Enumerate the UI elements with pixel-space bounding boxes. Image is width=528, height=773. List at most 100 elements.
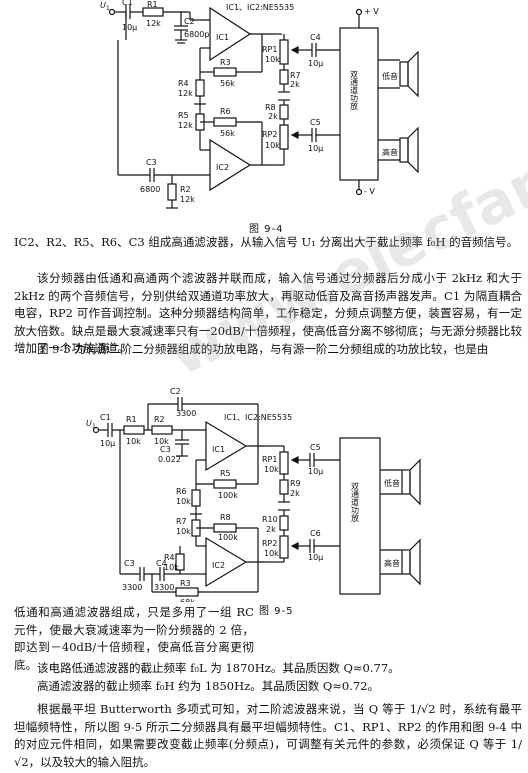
svg-text:10μ: 10μ [308,144,323,153]
svg-text:0.022: 0.022 [158,455,181,464]
svg-text:IC1、IC2:NE5535: IC1、IC2:NE5535 [226,3,294,12]
svg-text:RP2: RP2 [262,539,277,548]
svg-text:R8: R8 [265,103,276,112]
svg-text:C4: C4 [156,559,167,568]
svg-text:10k: 10k [164,563,179,572]
figure-9-4-caption: 图 9-4 [249,224,284,235]
svg-text:R5: R5 [178,111,189,120]
svg-text:2k: 2k [268,112,278,121]
paragraph-1: IC2、R2、R5、R6、C3 组成高通滤波器，从输入信号 U₁ 分离出大于截止… [14,235,519,249]
svg-text:10μ: 10μ [308,59,323,68]
paragraph-4: 低通和高通滤波器组成，只是多用了一组 RC 元件，使最大衰减速率为一阶分频器的 … [14,605,254,672]
svg-text:6800p: 6800p [184,30,209,39]
tweeter-speaker-icon [399,137,409,163]
svg-text:C5: C5 [310,443,321,452]
svg-text:RP1: RP1 [262,455,277,464]
svg-text:1: 1 [106,5,110,12]
svg-text:10μ: 10μ [308,553,323,562]
svg-text:10k: 10k [126,437,141,446]
svg-text:56k: 56k [220,79,235,88]
svg-text:双通道功放: 双通道功放 [351,482,360,523]
svg-text:IC1: IC1 [216,33,229,42]
svg-text:R7: R7 [290,71,301,80]
paragraph-2: 该分频器由低通和高通两个滤波器并联而成，输入信号通过分频器后分成小于 2kHz … [14,271,522,355]
ic1-opamp [205,420,248,472]
svg-text:10μ: 10μ [122,23,137,32]
dual-channel-amp-box [339,27,379,181]
svg-text:R4: R4 [178,79,189,88]
svg-text:10k: 10k [265,141,280,150]
svg-text:56k: 56k [220,129,235,138]
svg-text:1: 1 [92,423,96,430]
svg-text:C4: C4 [310,33,321,42]
svg-text:R2: R2 [180,185,191,194]
svg-text:10k: 10k [176,527,191,536]
figure-9-5-caption: 图 9-5 [259,606,294,617]
svg-text:C2: C2 [184,17,195,26]
svg-text:10k: 10k [176,497,191,506]
svg-text:3300: 3300 [154,583,174,592]
svg-text:R3: R3 [180,579,191,588]
svg-text:IC2: IC2 [212,561,225,570]
svg-text:6800: 6800 [140,185,160,194]
svg-text:IC1、IC2:NE5535: IC1、IC2:NE5535 [224,413,292,422]
svg-text:10μ: 10μ [100,439,115,448]
svg-text:12k: 12k [180,195,195,204]
svg-text:C3: C3 [160,445,171,454]
svg-text:U: U [86,419,92,428]
svg-text:IC2: IC2 [216,163,229,172]
svg-text:R5: R5 [220,469,231,478]
svg-text:双通道功放: 双通道功放 [350,70,359,111]
svg-text:IC1: IC1 [212,445,225,454]
svg-text:2k: 2k [266,525,276,534]
svg-text:R4: R4 [164,553,175,562]
svg-text:低音: 低音 [382,71,398,81]
svg-text:3300: 3300 [176,409,196,418]
svg-text:U: U [100,1,106,10]
svg-text:- V: - V [364,187,375,196]
woofer-speaker-icon [399,61,409,87]
ic1-opamp [209,6,252,62]
svg-text:10k: 10k [264,465,279,474]
svg-text:R8: R8 [220,513,231,522]
svg-text:R10: R10 [262,515,278,524]
svg-text:高音: 高音 [384,558,400,568]
svg-text:+ V: + V [364,7,379,16]
ic2-opamp [205,536,248,588]
svg-text:R1: R1 [147,0,158,9]
svg-text:RP1: RP1 [262,45,277,54]
dual-channel-amp-box [339,437,381,595]
svg-text:R6: R6 [176,487,187,496]
svg-text:C1: C1 [122,0,133,7]
svg-text:3300: 3300 [122,583,142,592]
svg-text:R2: R2 [154,415,165,424]
svg-text:12k: 12k [146,19,161,28]
svg-text:低音: 低音 [384,478,400,488]
svg-text:R6: R6 [220,107,231,116]
tweeter-speaker-icon [401,549,411,575]
figure-9-5-schematic: U 1 C1 10μ R1 10k C2 3300 R2 10k C3 0.02… [0,360,528,602]
svg-text:R9: R9 [290,479,301,488]
svg-text:10k: 10k [154,437,169,446]
svg-text:C3: C3 [146,158,157,167]
svg-text:100k: 100k [218,491,238,500]
svg-text:C1: C1 [100,413,111,422]
svg-text:2k: 2k [290,80,300,89]
svg-text:C3: C3 [124,559,135,568]
svg-text:RP2: RP2 [262,130,277,139]
svg-text:R1: R1 [126,415,137,424]
svg-text:高音: 高音 [382,147,398,157]
paragraph-3: 图 9-5 为有源二阶二分频器组成的功放电路，与有源一阶二分频组成的功放比较，也… [37,342,489,356]
svg-text:2k: 2k [290,489,300,498]
svg-text:10k: 10k [264,549,279,558]
svg-text:10k: 10k [265,55,280,64]
paragraph-7: 根据最平坦 Butterworth 多项式可知，对二阶滤波器来说，当 Q 等于 … [14,702,522,769]
svg-text:12k: 12k [178,121,193,130]
svg-text:R3: R3 [220,58,231,67]
svg-text:C2: C2 [170,387,181,396]
svg-text:C5: C5 [310,118,321,127]
svg-text:100k: 100k [218,533,238,542]
svg-text:R7: R7 [176,517,187,526]
input-terminal [108,8,116,16]
